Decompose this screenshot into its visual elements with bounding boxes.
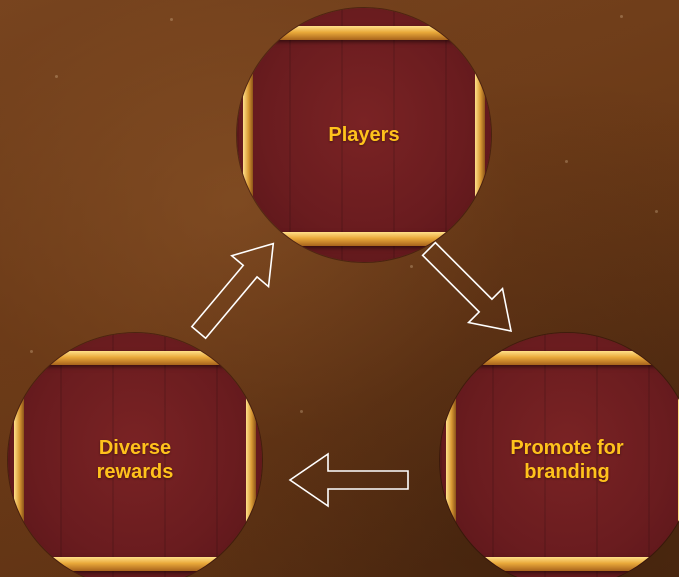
gold-post-right xyxy=(475,58,485,217)
background-speck xyxy=(410,265,413,268)
gold-post-left xyxy=(243,58,253,217)
gold-rail-top xyxy=(440,351,679,365)
gold-rail-top xyxy=(237,26,491,40)
gold-rail-bottom xyxy=(8,557,262,571)
gold-post-left xyxy=(14,383,24,542)
node-label-diverse-rewards: Diverse rewards xyxy=(96,437,174,483)
background-speck xyxy=(55,75,58,78)
gold-post-left xyxy=(446,383,456,542)
gold-rail-top xyxy=(8,351,262,365)
background-speck xyxy=(300,410,303,413)
background-speck xyxy=(170,18,173,21)
gold-rail-bottom xyxy=(237,232,491,246)
node-label-promote-for-branding: Promote for branding xyxy=(510,437,624,483)
gold-rail-bottom xyxy=(440,557,679,571)
background-speck xyxy=(655,210,658,213)
node-diverse-rewards: Diverse rewards xyxy=(8,333,262,577)
node-label-players: Players xyxy=(328,124,400,146)
node-players: Players xyxy=(237,8,491,262)
gold-post-right xyxy=(246,383,256,542)
background-speck xyxy=(620,15,623,18)
node-promote-for-branding: Promote for branding xyxy=(440,333,679,577)
background-speck xyxy=(565,160,568,163)
